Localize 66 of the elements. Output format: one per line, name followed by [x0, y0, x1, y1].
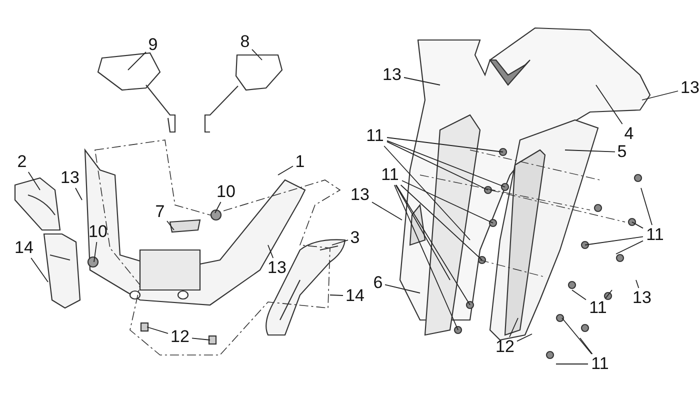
leader-line — [584, 236, 644, 246]
leader-line — [252, 48, 262, 60]
callout-number: 14 — [13, 239, 35, 257]
leader-line — [572, 290, 586, 300]
callout-number: 13 — [266, 259, 288, 277]
callout-number: 10 — [87, 223, 109, 241]
leader-line — [394, 184, 458, 330]
leader-line — [386, 141, 488, 190]
leader-line — [268, 244, 274, 258]
leader-line — [146, 326, 168, 334]
callout-number: 3 — [349, 229, 361, 247]
leader-line — [404, 77, 440, 86]
callout-number: 13 — [631, 289, 653, 307]
callout-number: 11 — [587, 299, 609, 317]
leader-line — [616, 240, 644, 254]
leader-line — [605, 290, 612, 298]
leader-line — [192, 338, 210, 340]
callout-number: 13 — [381, 66, 403, 84]
leader-line — [332, 240, 348, 246]
leader-line — [30, 258, 48, 282]
callout-number: 9 — [147, 36, 159, 54]
callout-number: 1 — [294, 153, 306, 171]
leader-line — [640, 188, 652, 226]
callout-number: 2 — [16, 153, 28, 171]
callout-number: 4 — [623, 125, 635, 143]
leader-line — [580, 338, 593, 354]
callout-number: 6 — [372, 274, 384, 292]
callout-number: 12 — [494, 338, 516, 356]
leader-line — [75, 188, 82, 200]
leader-line — [94, 242, 98, 262]
leader-line — [386, 140, 506, 188]
callout-number: 13 — [349, 186, 371, 204]
callout-number: 7 — [154, 203, 166, 221]
leader-line — [395, 184, 450, 280]
leader-line — [632, 222, 644, 229]
leader-line — [396, 184, 470, 306]
leader-line — [372, 202, 402, 220]
callout-number: 11 — [379, 166, 401, 184]
leader-line — [562, 318, 592, 354]
leader-line — [28, 172, 40, 190]
callout-number: 5 — [616, 143, 628, 161]
leader-line — [166, 220, 174, 230]
leader-line — [596, 84, 623, 124]
leader-line — [278, 166, 294, 176]
callout-number: 10 — [215, 183, 237, 201]
callout-number: 13 — [59, 169, 81, 187]
callout-number: 11 — [644, 226, 666, 244]
callout-number: 12 — [169, 328, 191, 346]
callout-number: 13 — [679, 79, 699, 97]
leader-line — [564, 150, 616, 152]
callout-number: 8 — [239, 33, 251, 51]
leader-line — [509, 318, 518, 338]
leader-line — [402, 180, 494, 224]
leader-line — [384, 146, 470, 240]
leader-line — [400, 184, 482, 260]
leader-line — [128, 52, 146, 70]
leader-line — [516, 334, 532, 342]
callout-number: 14 — [344, 287, 366, 305]
leader-line — [636, 280, 640, 288]
leader-line — [386, 137, 504, 152]
leader-line — [214, 202, 222, 214]
leader-line — [384, 284, 420, 294]
leader-line — [642, 90, 678, 100]
callout-number: 11 — [364, 127, 386, 145]
leader-line — [330, 294, 344, 296]
callout-number: 11 — [589, 355, 611, 373]
